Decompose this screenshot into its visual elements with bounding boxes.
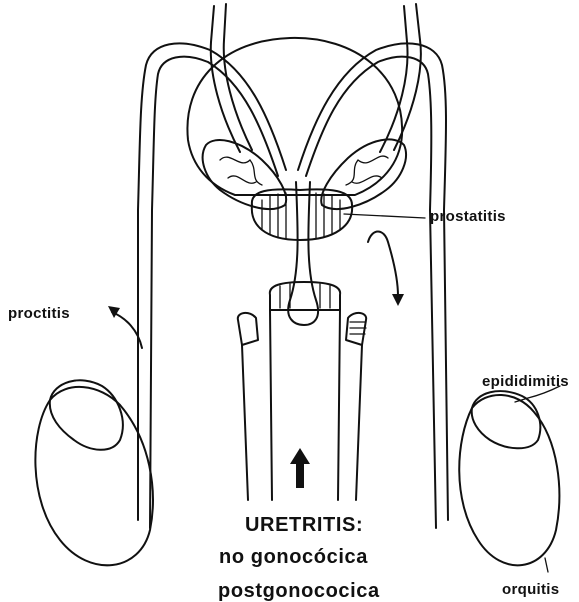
label-prostatitis: prostatitis bbox=[430, 208, 506, 225]
label-no-gonococica: no gonocócica bbox=[219, 546, 368, 568]
label-postgonococica: postgonococica bbox=[218, 580, 380, 602]
vas-deferens-right bbox=[298, 4, 448, 528]
descending-arrow bbox=[368, 232, 404, 307]
testicle-left bbox=[35, 380, 153, 565]
label-orquitis: orquitis bbox=[502, 581, 559, 598]
urethra bbox=[288, 182, 318, 325]
label-uretritis: URETRITIS: bbox=[245, 514, 363, 536]
label-proctitis: proctitis bbox=[8, 305, 70, 322]
prostatitis-leader-line bbox=[344, 214, 425, 218]
seminal-vesicle-left bbox=[203, 140, 286, 209]
vas-deferens-left bbox=[138, 4, 286, 528]
prostate bbox=[252, 189, 352, 240]
label-epididimitis: epididimitis bbox=[482, 373, 569, 390]
proctitis-arrow bbox=[108, 306, 142, 348]
testicle-right bbox=[459, 391, 559, 565]
urethritis-arrow bbox=[290, 448, 310, 488]
bladder bbox=[187, 38, 402, 195]
orquitis-leader-line bbox=[545, 558, 548, 572]
